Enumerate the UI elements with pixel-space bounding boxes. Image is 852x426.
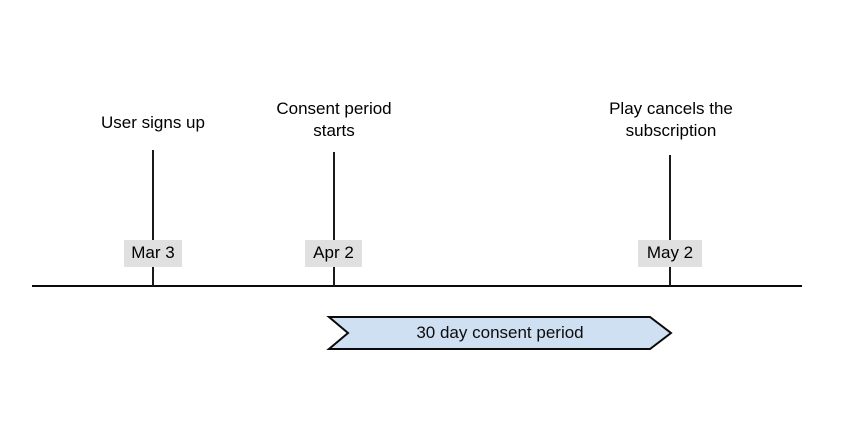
event-date-chip-play-cancel: May 2: [638, 240, 702, 267]
event-title-consent-start: Consent period starts: [276, 99, 392, 140]
event-date-chip-consent-start: Apr 2: [305, 240, 362, 267]
event-title-signup: User signs up: [101, 113, 205, 132]
double-arrow-ribbon-icon: [326, 316, 673, 350]
banner-shape: [326, 316, 673, 350]
consent-period-banner: 30 day consent period: [326, 316, 673, 350]
event-title-play-cancel: Play cancels the subscription: [609, 99, 733, 140]
event-tick-play-cancel: [669, 155, 671, 286]
timeline-axis: [32, 285, 802, 287]
event-tick-signup: [152, 150, 154, 286]
event-tick-consent-start: [333, 152, 335, 286]
event-date-chip-signup: Mar 3: [124, 240, 182, 267]
